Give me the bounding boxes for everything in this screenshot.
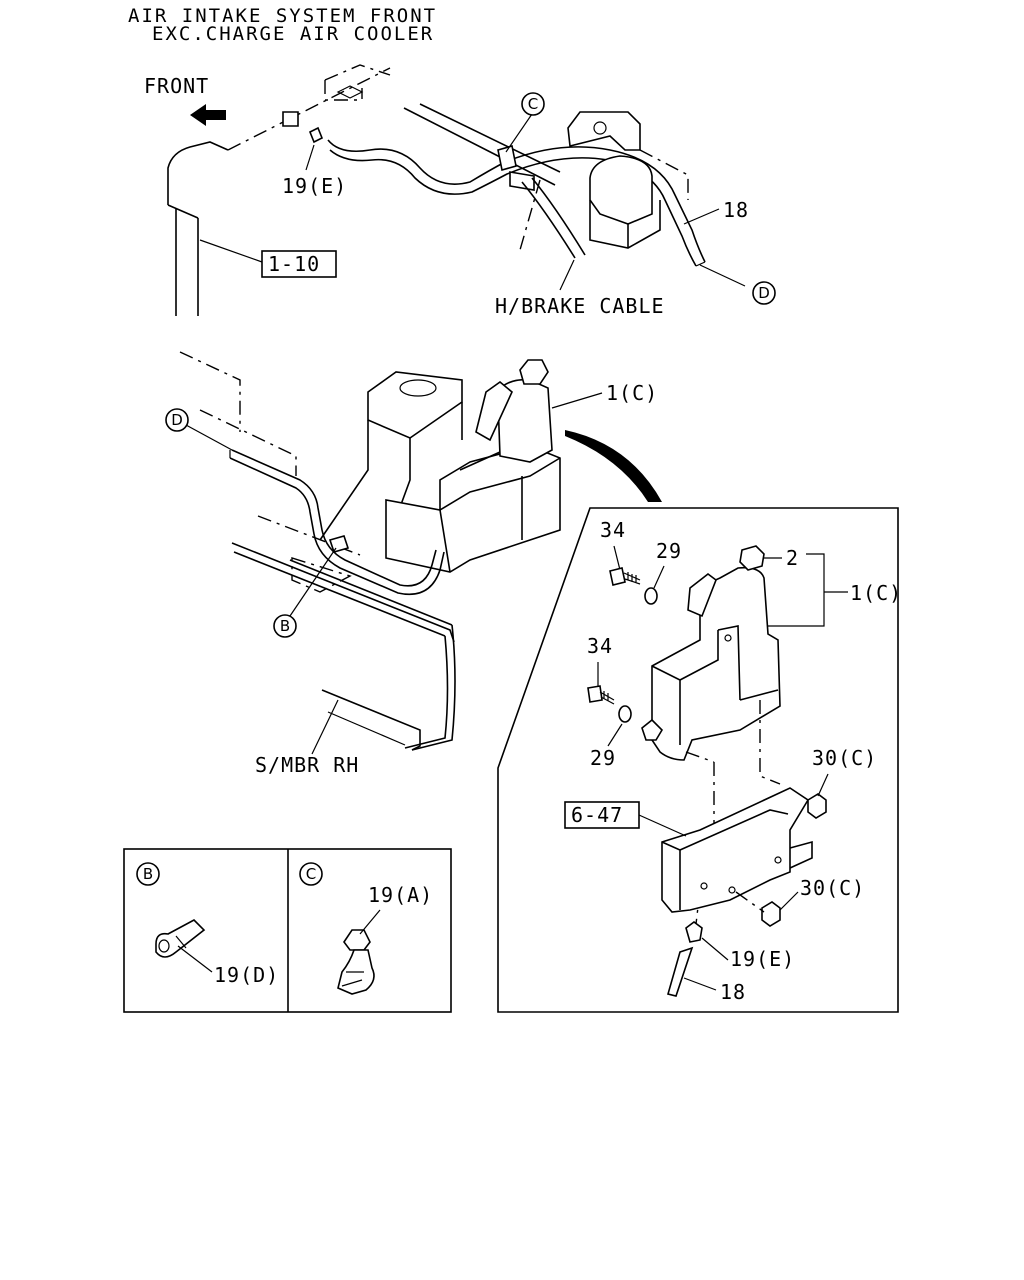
detail-arrow-icon xyxy=(565,430,662,502)
callout-d-top-letter: D xyxy=(758,284,770,302)
washer-29-lower xyxy=(618,705,632,723)
label-2: 2 xyxy=(786,546,799,570)
clip-19d xyxy=(155,919,206,958)
label-34-upper: 34 xyxy=(600,518,626,542)
detail-panel-border xyxy=(497,507,899,1013)
callout-b-mid xyxy=(273,614,297,638)
callout-c-top-letter: C xyxy=(528,95,538,113)
tank-cap xyxy=(739,545,765,571)
callout-c-inset-letter: C xyxy=(306,865,316,883)
front-label: FRONT xyxy=(144,74,209,98)
label-34-lower: 34 xyxy=(587,634,613,658)
label-29-lower: 29 xyxy=(590,746,616,770)
front-arrow-icon xyxy=(190,104,226,126)
reservoir-tank xyxy=(651,566,781,761)
label-ref-6-47: 6-47 xyxy=(571,803,623,827)
tank-mount-top xyxy=(567,111,641,151)
top-view: FRONT 19(E) 18 C H xyxy=(144,64,776,318)
diagram-title-line1: AIR INTAKE SYSTEM FRONT xyxy=(128,5,437,27)
diagram-title-line2: EXC.CHARGE AIR COOLER xyxy=(152,23,434,45)
label-30c-upper: 30(C) xyxy=(812,746,877,770)
engine-block xyxy=(367,371,463,439)
clip-19e-top xyxy=(308,126,324,144)
callout-c-inset xyxy=(299,862,323,886)
callout-b-mid-letter: B xyxy=(280,617,290,635)
label-19a: 19(A) xyxy=(368,883,433,907)
washer-29-upper xyxy=(644,587,658,605)
callout-b-inset-letter: B xyxy=(143,865,153,883)
label-30c-lower: 30(C) xyxy=(800,876,865,900)
tank-outlet xyxy=(641,718,664,741)
callout-c-top xyxy=(521,92,545,116)
bolt-34-upper xyxy=(609,567,626,586)
nut-30c-lower xyxy=(761,901,781,927)
label-hbrake-cable: H/BRAKE CABLE xyxy=(495,294,665,318)
label-18-top: 18 xyxy=(723,198,749,222)
label-18-detail: 18 xyxy=(720,980,746,1004)
label-19e-top: 19(E) xyxy=(282,174,347,198)
hbrake-cable xyxy=(521,181,576,259)
radiator-outline xyxy=(167,141,229,205)
bolt-34-lower xyxy=(587,685,603,703)
hose-18-mid xyxy=(231,449,437,587)
label-19e-detail: 19(E) xyxy=(730,947,795,971)
label-29-upper: 29 xyxy=(656,539,682,563)
label-19d: 19(D) xyxy=(214,963,279,987)
tank-cap-top xyxy=(589,155,653,225)
label-1c-detail: 1(C) xyxy=(850,581,902,605)
clip-19a xyxy=(343,929,371,951)
bracket-6-47 xyxy=(661,787,810,913)
clip-c-top xyxy=(497,144,517,172)
label-ref-1-10: 1-10 xyxy=(268,252,320,276)
clip-b-mid xyxy=(328,535,350,553)
hose-18-detail xyxy=(667,946,694,997)
callout-d-mid-letter: D xyxy=(171,411,183,429)
detail-panel: 34 29 34 29 2 1(C) xyxy=(497,507,902,1013)
clip-19e-detail xyxy=(685,921,703,943)
tank-filler-neck xyxy=(687,572,717,618)
label-1c-mid: 1(C) xyxy=(606,381,658,405)
callout-d-top xyxy=(752,281,776,305)
middle-view: S/MBR RH D B 1(C) xyxy=(165,351,662,777)
callout-d-mid xyxy=(165,408,189,432)
callout-b-inset xyxy=(136,862,160,886)
inset-boxes: B 19(D) C 19(A) xyxy=(123,848,452,1013)
ref-box-1-10 xyxy=(261,250,337,278)
label-smbr-rh: S/MBR RH xyxy=(255,753,359,777)
nut-30c-upper xyxy=(807,793,827,819)
